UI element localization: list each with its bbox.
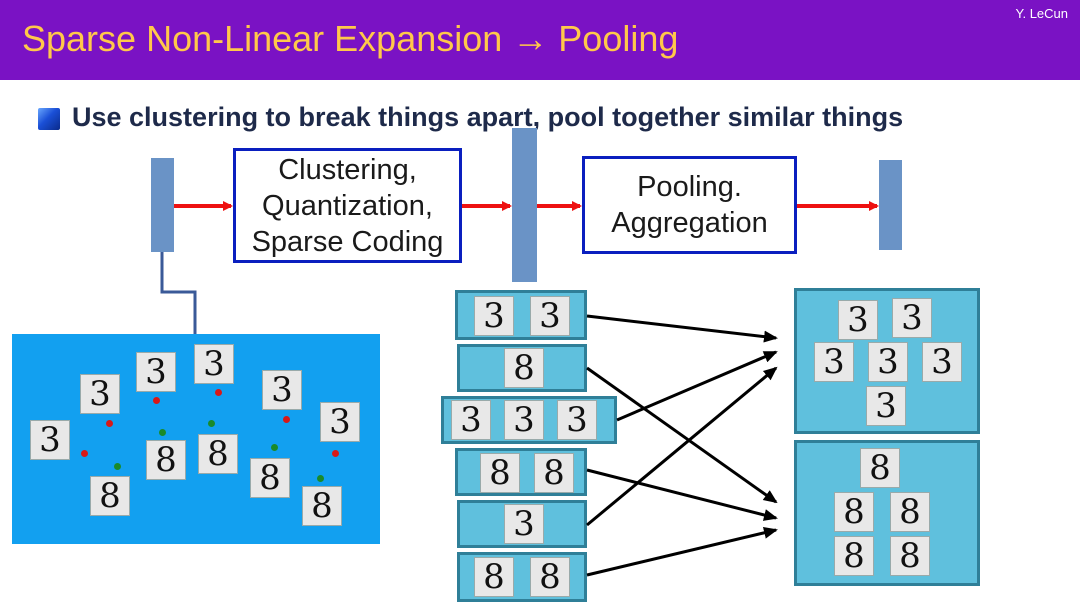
red-dot: [106, 420, 113, 427]
digit-image: 8: [834, 536, 874, 576]
digit-image: 8: [480, 453, 520, 493]
digit-image: 8: [834, 492, 874, 532]
green-dot: [159, 429, 166, 436]
digit-image: 3: [892, 298, 932, 338]
green-dot: [317, 475, 324, 482]
digit-image: 3: [504, 400, 544, 440]
digit-image: 8: [890, 492, 930, 532]
digit-image: 3: [474, 296, 514, 336]
black-arrow: [586, 314, 778, 343]
slide-title: Sparse Non-Linear Expansion → Pooling: [22, 18, 679, 59]
digit-image: 8: [146, 440, 186, 480]
red-dot: [332, 450, 339, 457]
black-arrow: [586, 468, 778, 521]
digit-image: 8: [504, 348, 544, 388]
clustering-line-2: Quantization,: [262, 189, 433, 222]
clustering-line-1: Clustering,: [278, 153, 417, 186]
pooling-line-1: Pooling.: [637, 171, 742, 203]
clustering-line-3: Sparse Coding: [251, 225, 444, 258]
bullet-text: Use clustering to break things apart, po…: [72, 102, 904, 132]
digit-image: 8: [90, 476, 130, 516]
black-arrow: [586, 366, 778, 504]
red-dot: [153, 397, 160, 404]
expanded-vector: [512, 128, 537, 282]
pooling-line-2: Aggregation: [611, 207, 768, 239]
digit-image: 3: [530, 296, 570, 336]
digit-image: 3: [814, 342, 854, 382]
black-arrow: [586, 366, 778, 527]
digit-image: 3: [320, 402, 360, 442]
pooling-box: Pooling. Aggregation: [582, 156, 797, 254]
digit-image: 3: [838, 300, 878, 340]
digit-image: 3: [866, 386, 906, 426]
input-vector: [151, 158, 174, 252]
digit-image: 3: [194, 344, 234, 384]
red-dot: [215, 389, 222, 396]
digit-image: 8: [860, 448, 900, 488]
clustering-box: Clustering, Quantization, Sparse Coding: [233, 148, 462, 263]
digit-image: 3: [922, 342, 962, 382]
digit-image: 8: [890, 536, 930, 576]
author-label: Y. LeCun: [1015, 6, 1068, 21]
title-bar: Sparse Non-Linear Expansion → Pooling Y.…: [0, 0, 1080, 80]
input-connector-line: [160, 252, 197, 334]
green-dot: [114, 463, 121, 470]
black-arrow: [586, 526, 778, 577]
bullet-cube-icon: [38, 108, 60, 130]
digit-image: 8: [302, 486, 342, 526]
green-dot: [271, 444, 278, 451]
digit-image: 8: [530, 557, 570, 597]
digit-image: 8: [474, 557, 514, 597]
digit-image: 3: [30, 420, 70, 460]
digit-image: 3: [262, 370, 302, 410]
digit-image: 3: [868, 342, 908, 382]
green-dot: [208, 420, 215, 427]
red-dot: [283, 416, 290, 423]
digit-image: 8: [534, 453, 574, 493]
digit-image: 8: [198, 434, 238, 474]
digit-image: 3: [504, 504, 544, 544]
digit-image: 8: [250, 458, 290, 498]
digit-image: 3: [136, 352, 176, 392]
digit-image: 3: [451, 400, 491, 440]
output-vector: [879, 160, 902, 250]
digit-image: 3: [80, 374, 120, 414]
red-dot: [81, 450, 88, 457]
digit-image: 3: [557, 400, 597, 440]
